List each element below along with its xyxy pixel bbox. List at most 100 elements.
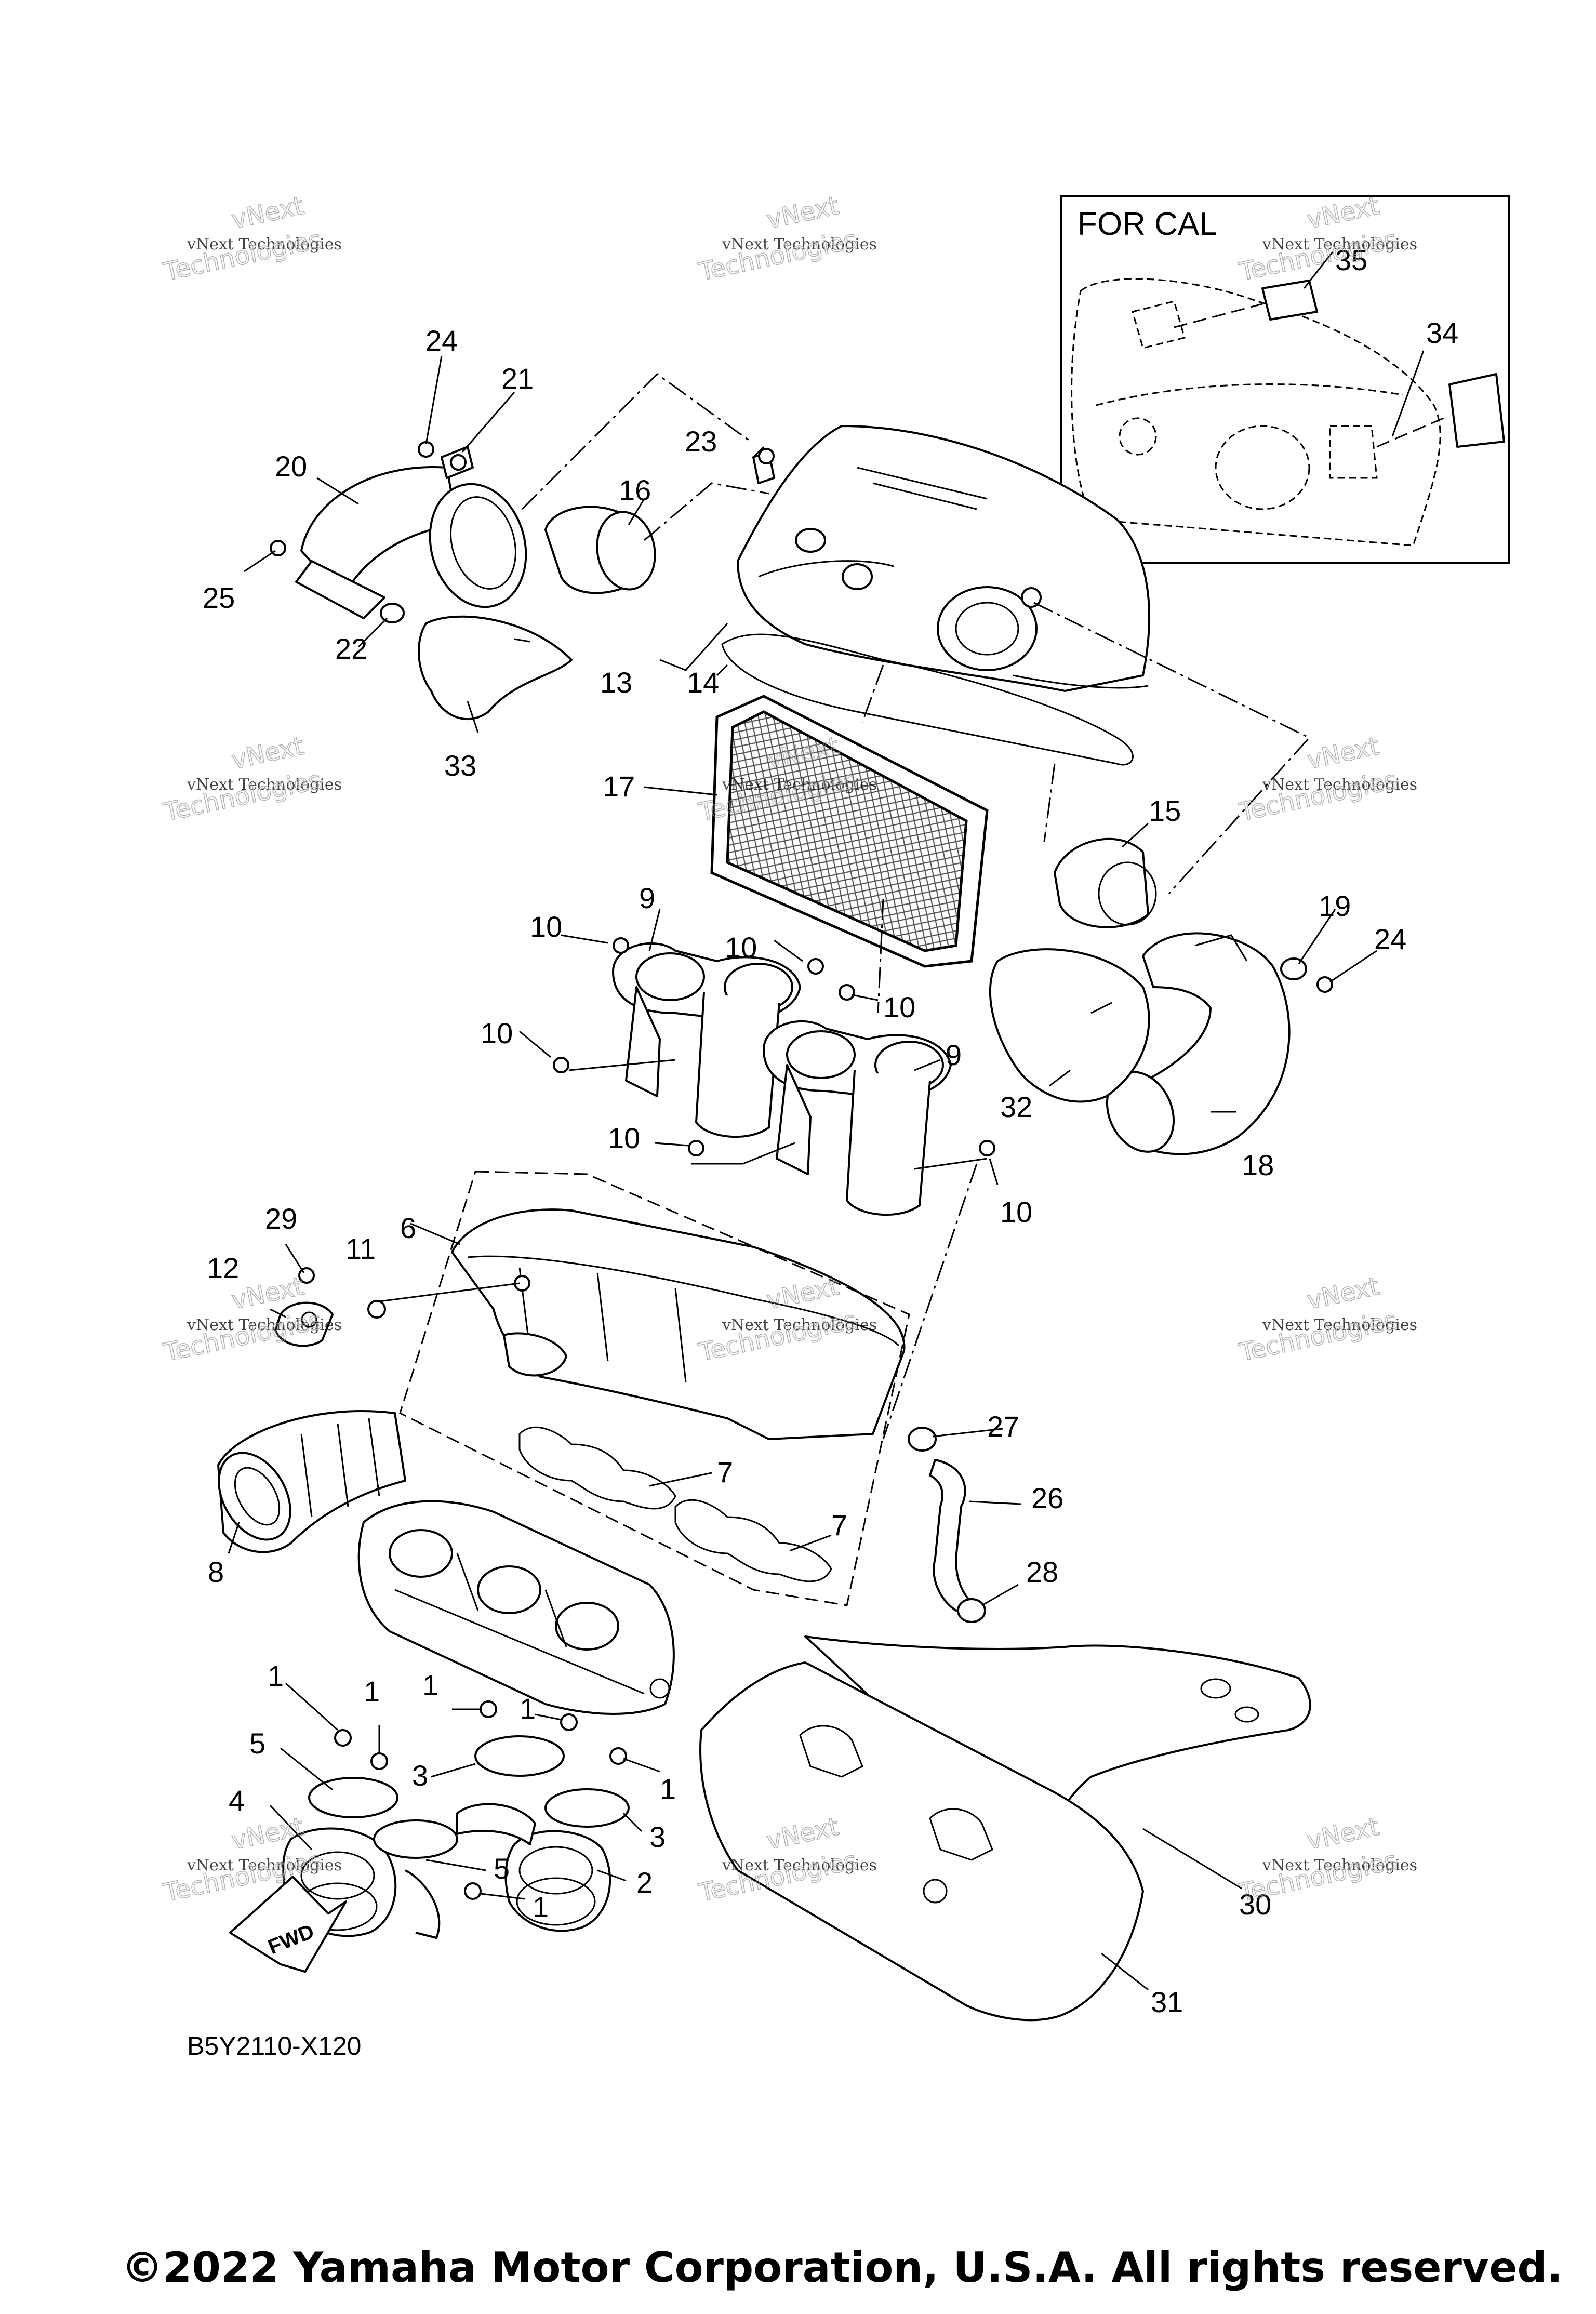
part-7-gasket-left (518, 1426, 676, 1510)
callout-32: 32 (1000, 1090, 1032, 1123)
callout-22: 22 (335, 632, 367, 665)
callout-12: 12 (207, 1252, 239, 1284)
part-24-screw-top (418, 441, 434, 458)
assembly-boundaries (399, 373, 1311, 1606)
callout-labels: 20 24 21 25 22 33 23 16 13 14 17 15 19 2… (203, 244, 1458, 2018)
svg-text:vNext: vNext (1305, 732, 1382, 775)
svg-text:vNext Technologies: vNext Technologies (722, 1856, 877, 1874)
callout-5-lower: 5 (494, 1852, 510, 1885)
callout-1-d: 1 (520, 1692, 536, 1725)
watermark-7: vNext vNext Technologies Technologies (161, 1271, 342, 1368)
part-27-clamp (908, 1427, 937, 1452)
callout-25: 25 (203, 581, 235, 614)
part-13-airbox-cover (737, 425, 1150, 692)
callout-19: 19 (1319, 889, 1351, 922)
part-11-grommet (367, 1300, 386, 1319)
callout-10-e: 10 (608, 1122, 640, 1154)
part-1-bolts (334, 1700, 627, 1900)
callout-10-d: 10 (481, 1017, 513, 1049)
svg-text:vNext Technologies: vNext Technologies (1262, 1316, 1417, 1334)
callout-31: 31 (1151, 1986, 1183, 2018)
callout-9: 9 (639, 882, 655, 914)
part-17-air-filter (710, 695, 989, 968)
svg-text:vNext Technologies: vNext Technologies (187, 1316, 342, 1334)
callout-1-b: 1 (364, 1675, 380, 1708)
part-6-airbox-case (451, 1208, 906, 1440)
callout-3: 3 (412, 1759, 428, 1792)
callout-10-a: 10 (530, 910, 562, 943)
callout-23: 23 (685, 425, 717, 458)
svg-text:vNext: vNext (764, 191, 842, 235)
for-cal-inset: FOR CAL (1060, 195, 1510, 564)
svg-text:vNext Technologies: vNext Technologies (1262, 1856, 1417, 1874)
part-32-heat-shield (989, 948, 1150, 1103)
leader-lines (228, 251, 1425, 1991)
svg-text:Technologies: Technologies (1236, 1846, 1400, 1908)
callout-7: 7 (717, 1456, 733, 1488)
svg-text:Technologies: Technologies (161, 765, 324, 827)
callout-29: 29 (265, 1202, 297, 1235)
callout-21: 21 (501, 362, 534, 395)
svg-text:Technologies: Technologies (696, 225, 859, 287)
callout-14: 14 (687, 666, 719, 699)
callout-26: 26 (1031, 1482, 1063, 1514)
callout-34: 34 (1426, 316, 1458, 349)
part-12-bracket (274, 1301, 334, 1347)
watermark-6: vNext vNext Technologies Technologies (1236, 731, 1417, 828)
svg-text:vNext: vNext (1305, 1272, 1382, 1315)
part-14-gasket (721, 633, 1134, 766)
part-16-sleeve (544, 506, 656, 594)
part-31-cover (699, 1661, 1144, 2022)
svg-text:vNext Technologies: vNext Technologies (722, 235, 877, 254)
part-24-screw-right (1316, 976, 1333, 993)
throttle-body (357, 1500, 675, 1715)
svg-text:Technologies: Technologies (1236, 1306, 1400, 1367)
callout-9-lower: 9 (946, 1039, 962, 1071)
callout-1-a: 1 (268, 1659, 284, 1692)
svg-text:Technologies: Technologies (1236, 765, 1400, 827)
svg-text:vNext: vNext (1305, 1812, 1382, 1856)
callout-30: 30 (1239, 1888, 1271, 1921)
callout-8: 8 (208, 1555, 224, 1588)
callout-5: 5 (249, 1727, 265, 1760)
part-7-gasket-right (674, 1499, 832, 1582)
svg-text:vNext Technologies: vNext Technologies (187, 776, 342, 794)
watermark-2: vNext vNext Technologies Technologies (696, 191, 877, 287)
svg-text:vNext Technologies: vNext Technologies (722, 1316, 877, 1334)
callout-1-e: 1 (660, 1773, 676, 1805)
part-28-clamp (957, 1598, 986, 1623)
svg-text:vNext: vNext (229, 191, 307, 235)
part-9-funnel-right (763, 1020, 952, 1216)
callout-24-right: 24 (1374, 923, 1406, 955)
callout-4: 4 (229, 1784, 245, 1817)
svg-text:vNext Technologies: vNext Technologies (1262, 235, 1417, 254)
watermark-12: vNext vNext Technologies Technologies (1236, 1812, 1417, 1908)
part-10-bolts (553, 937, 995, 1156)
svg-text:vNext: vNext (229, 732, 307, 775)
drawing-code: B5Y2110-X120 (187, 2031, 361, 2060)
part-8-intake-duct (217, 1410, 406, 1553)
callout-27: 27 (987, 1410, 1019, 1443)
callout-18: 18 (1242, 1149, 1274, 1181)
part-18-rear-duct (1106, 932, 1291, 1155)
part-2-joint (456, 1803, 611, 1932)
callout-2: 2 (636, 1866, 653, 1899)
svg-text:vNext Technologies: vNext Technologies (187, 235, 342, 254)
callout-10-b: 10 (725, 931, 757, 964)
callout-13: 13 (600, 666, 632, 699)
svg-text:vNext Technologies: vNext Technologies (722, 776, 877, 794)
svg-text:Technologies: Technologies (161, 225, 324, 287)
callout-10-c: 10 (883, 991, 915, 1023)
part-5-clamps (308, 1777, 458, 1859)
callout-7-lower: 7 (831, 1509, 847, 1541)
callout-10-f: 10 (1000, 1195, 1032, 1228)
svg-text:vNext Technologies: vNext Technologies (1262, 776, 1417, 794)
watermark-9: vNext vNext Technologies Technologies (1236, 1271, 1417, 1368)
part-33-heat-shield (418, 615, 573, 721)
callout-35: 35 (1335, 244, 1367, 276)
callout-11: 11 (345, 1232, 376, 1265)
svg-text:Technologies: Technologies (161, 1306, 324, 1367)
svg-text:vNext Technologies: vNext Technologies (187, 1856, 342, 1874)
watermark-4: vNext vNext Technologies Technologies (161, 731, 342, 828)
